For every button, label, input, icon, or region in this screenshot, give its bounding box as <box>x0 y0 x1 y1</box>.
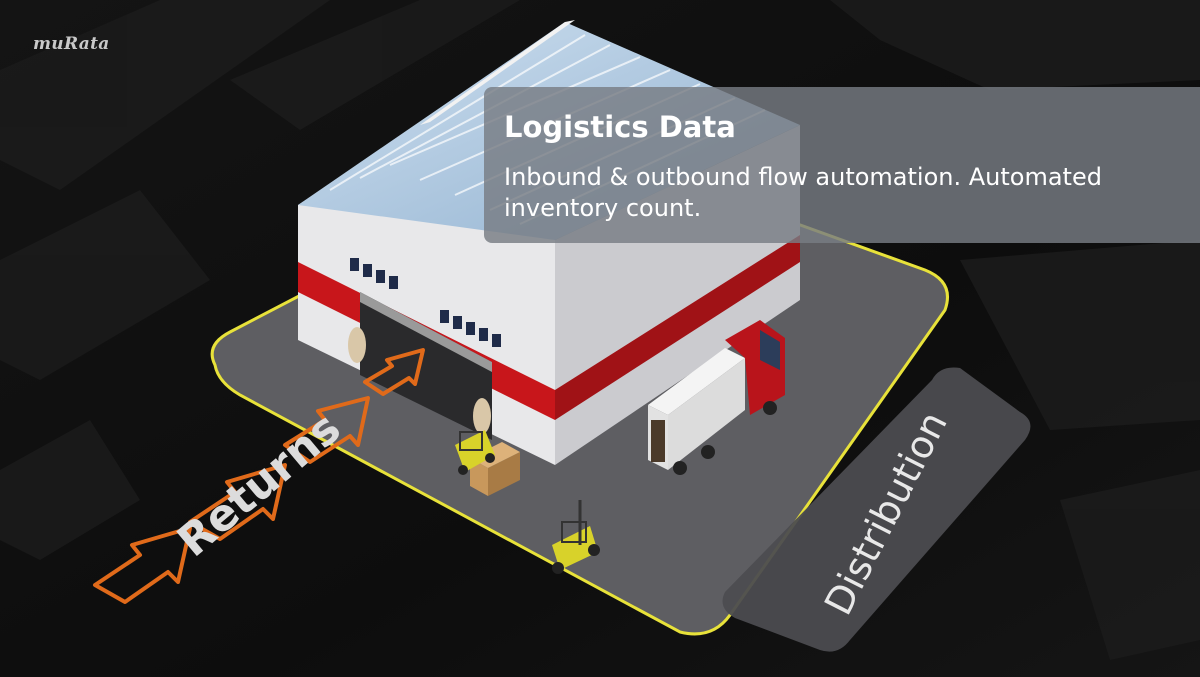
returns-flow-arrows <box>93 348 425 604</box>
info-card-title: Logistics Data <box>504 110 736 144</box>
dock-bumper <box>348 327 366 363</box>
warehouse-stripe-side <box>555 235 800 420</box>
forklift-1 <box>455 430 495 475</box>
info-card: Logistics Data Inbound & outbound flow a… <box>484 87 1200 243</box>
distribution-panel <box>722 367 1031 652</box>
loading-dock-door <box>360 292 492 440</box>
info-card-description: Inbound & outbound flow automation. Auto… <box>504 163 1102 222</box>
forklift-2 <box>552 500 600 574</box>
background-city-blocks <box>0 0 1200 660</box>
delivery-truck <box>648 320 785 475</box>
brand-logo: muRata <box>33 34 110 54</box>
